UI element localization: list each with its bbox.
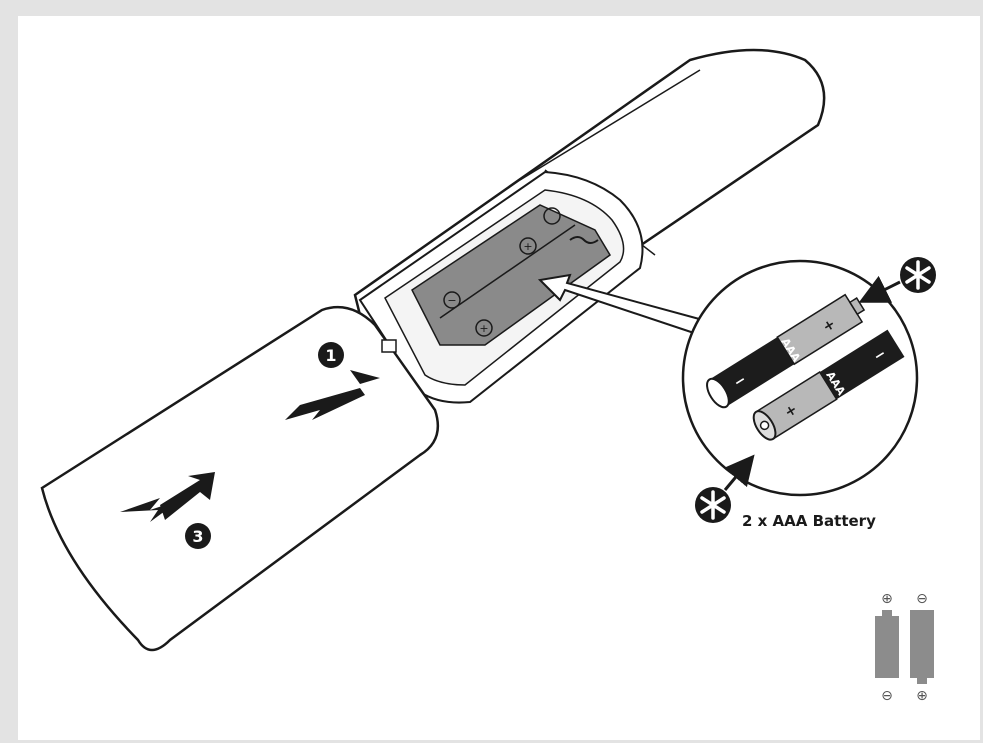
legend-battery-2-terminal <box>917 678 927 684</box>
battery-2: AAA + − <box>752 329 905 441</box>
svg-text:⊖: ⊖ <box>881 688 893 704</box>
bay-minus-mark <box>443 291 461 309</box>
battery-compartment: + − + <box>358 170 644 404</box>
asterisk-icon-top <box>858 257 936 303</box>
legend-battery-2 <box>910 610 934 678</box>
spring-contact <box>569 236 599 244</box>
slide-on-arrows <box>120 472 215 522</box>
step-3-badge: 3 <box>185 523 211 549</box>
svg-text:⊕: ⊕ <box>916 688 928 704</box>
asterisk-icon-bottom <box>695 454 755 523</box>
svg-text:⊖: ⊖ <box>916 591 928 607</box>
bay-plus-mark-2 <box>475 319 493 337</box>
svg-text:⊕: ⊕ <box>881 591 893 607</box>
svg-text:3: 3 <box>192 527 203 546</box>
legend-battery-1-terminal <box>882 610 892 616</box>
battery-caption: 2 x AAA Battery <box>742 512 876 530</box>
battery-cover <box>40 305 440 652</box>
zoom-circle: AAA + − AAA + − <box>681 259 919 497</box>
legend-battery-1 <box>875 616 899 678</box>
bay-plus-mark <box>519 237 537 255</box>
svg-text:+: + <box>523 240 532 253</box>
battery-1: AAA + − <box>706 293 866 409</box>
slide-off-arrows <box>285 370 380 420</box>
zoom-pointer <box>537 273 705 337</box>
svg-text:+: + <box>479 322 488 335</box>
svg-text:−: − <box>447 294 456 307</box>
svg-text:1: 1 <box>325 346 336 365</box>
battery-bay <box>411 204 611 346</box>
step-1-badge: 1 <box>318 342 344 368</box>
polarity-legend: ⊕ ⊖ ⊖ ⊕ <box>875 591 934 704</box>
